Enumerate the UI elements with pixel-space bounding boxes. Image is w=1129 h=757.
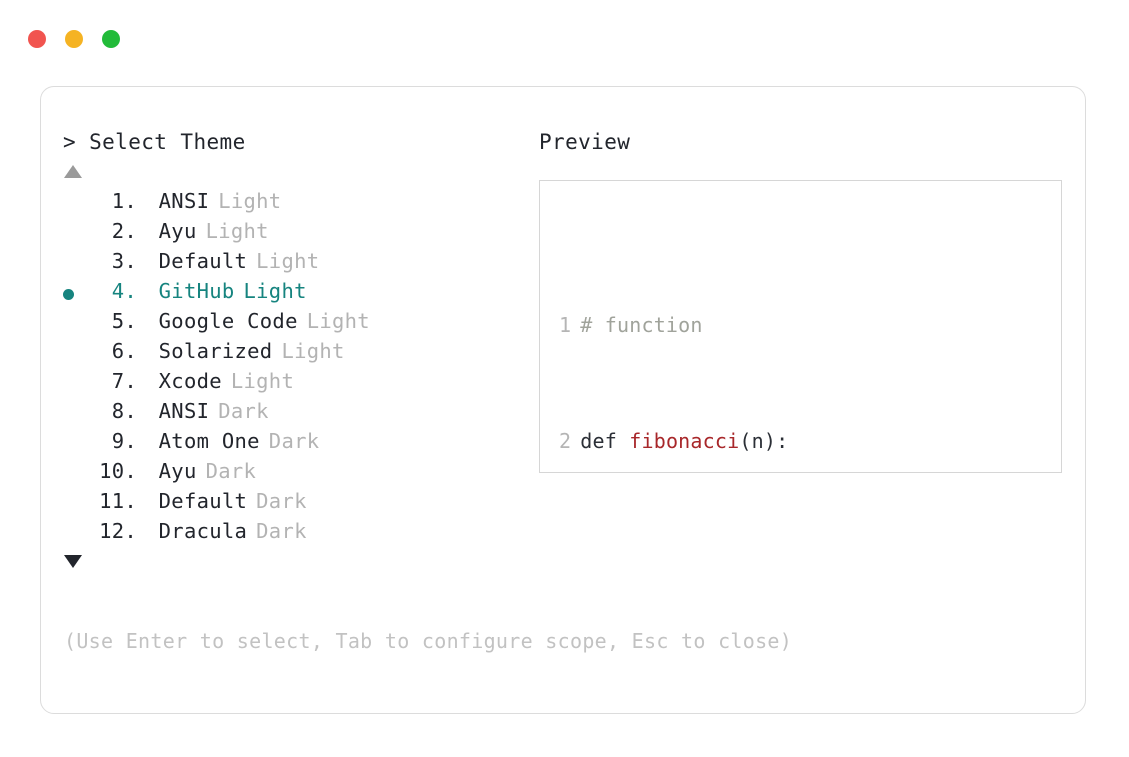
selection-bullet-cell	[63, 429, 93, 459]
list-item[interactable]: 1. ANSI Light	[63, 189, 533, 219]
theme-variant: Light	[230, 369, 295, 394]
selection-bullet-cell	[63, 219, 93, 249]
selection-bullet-cell	[63, 339, 93, 369]
list-item[interactable]: 9. Atom One Dark	[63, 429, 533, 459]
theme-index-gap	[137, 459, 159, 483]
theme-variant: Light	[256, 249, 320, 274]
theme-index: 7.	[111, 369, 137, 394]
triangle-down-icon[interactable]	[64, 555, 82, 569]
theme-name: Solarized	[158, 339, 273, 364]
theme-variant: Light	[306, 309, 370, 334]
line-number: 1	[559, 313, 572, 338]
theme-index-gap	[137, 339, 159, 363]
theme-name: Default	[158, 249, 248, 274]
list-item-selected[interactable]: 4. GitHub Light	[63, 279, 533, 309]
theme-name: Default	[158, 489, 248, 514]
theme-index-gap	[137, 399, 159, 423]
theme-variant: Light	[243, 279, 307, 304]
selection-dot-icon	[63, 288, 74, 300]
triangle-up-icon[interactable]	[64, 165, 82, 179]
code-token-keyword: def	[580, 429, 630, 454]
prompt-caret-icon: >	[63, 130, 77, 154]
theme-index: 12.	[99, 519, 137, 544]
theme-index: 11.	[99, 489, 137, 514]
selection-bullet-cell	[63, 279, 93, 309]
theme-list: 1. ANSI Light 2. Ayu Light 3. Defa	[63, 189, 533, 549]
theme-index: 5.	[111, 309, 137, 334]
theme-select-column: > Select Theme 1. ANSI Light 2. Ayu Ligh…	[63, 130, 533, 569]
theme-index: 3.	[111, 249, 137, 274]
selection-bullet-cell	[63, 309, 93, 339]
theme-name: ANSI	[158, 189, 210, 214]
theme-index: 4.	[111, 279, 137, 304]
theme-variant: Dark	[205, 459, 257, 484]
selection-bullet-cell	[63, 519, 93, 549]
theme-variant: Dark	[256, 519, 307, 544]
theme-variant: Dark	[268, 429, 320, 454]
theme-index: 9.	[111, 429, 137, 454]
theme-variant: Light	[218, 189, 282, 214]
select-theme-label: Select Theme	[89, 130, 246, 154]
keyboard-hint-text: (Use Enter to select, Tab to configure s…	[64, 629, 793, 653]
code-token-params: (n):	[739, 429, 789, 454]
window-maximize-button[interactable]	[102, 30, 120, 48]
line-number: 2	[559, 429, 572, 454]
window-minimize-button[interactable]	[65, 30, 83, 48]
theme-index-gap	[137, 519, 159, 543]
selection-bullet-cell	[63, 189, 93, 219]
list-item[interactable]: 5. Google Code Light	[63, 309, 533, 339]
theme-variant: Dark	[218, 399, 269, 424]
theme-index: 10.	[99, 459, 137, 484]
theme-index: 6.	[111, 339, 137, 364]
theme-index-gap	[137, 279, 159, 303]
selection-bullet-cell	[63, 399, 93, 429]
page-title	[76, 130, 89, 154]
list-item[interactable]: 8. ANSI Dark	[63, 399, 533, 429]
code-line: 1 # function	[540, 311, 1061, 340]
theme-index-gap	[137, 369, 159, 393]
selection-bullet-cell	[63, 249, 93, 279]
code-line: 2 def fibonacci(n):	[540, 427, 1061, 456]
theme-index-gap	[137, 489, 159, 513]
list-item[interactable]: 7. Xcode Light	[63, 369, 533, 399]
theme-picker-card: > Select Theme 1. ANSI Light 2. Ayu Ligh…	[40, 86, 1086, 714]
theme-name: Ayu	[158, 459, 197, 484]
theme-index-gap	[137, 309, 159, 333]
select-theme-prompt: > Select Theme	[63, 130, 533, 154]
theme-index: 2.	[111, 219, 137, 244]
selection-bullet-cell	[63, 459, 93, 489]
theme-name: Xcode	[158, 369, 222, 394]
theme-variant: Light	[205, 219, 269, 244]
window-close-button[interactable]	[28, 30, 46, 48]
theme-index-gap	[137, 189, 159, 213]
theme-name: GitHub	[158, 279, 235, 304]
list-item[interactable]: 12. Dracula Dark	[63, 519, 533, 549]
theme-index-gap	[137, 249, 159, 273]
selection-bullet-cell	[63, 489, 93, 519]
code-token-comment: # function	[580, 313, 703, 338]
list-item[interactable]: 6. Solarized Light	[63, 339, 533, 369]
theme-index-gap	[137, 429, 159, 453]
preview-label: Preview	[539, 130, 631, 154]
selection-bullet-cell	[63, 369, 93, 399]
list-item[interactable]: 2. Ayu Light	[63, 219, 533, 249]
theme-name: ANSI	[158, 399, 210, 424]
theme-name: Google Code	[158, 309, 298, 334]
code-token-function-name: fibonacci	[629, 429, 740, 454]
list-item[interactable]: 3. Default Light	[63, 249, 533, 279]
theme-variant: Dark	[256, 489, 307, 514]
theme-variant: Light	[281, 339, 345, 364]
theme-index: 8.	[111, 399, 137, 424]
theme-index-gap	[137, 219, 159, 243]
theme-name: Ayu	[158, 219, 197, 244]
list-item[interactable]: 11. Default Dark	[63, 489, 533, 519]
window-titlebar	[28, 30, 120, 48]
theme-index: 1.	[111, 189, 137, 214]
list-item[interactable]: 10. Ayu Dark	[63, 459, 533, 489]
theme-name: Atom One	[158, 429, 260, 454]
theme-name: Dracula	[158, 519, 248, 544]
